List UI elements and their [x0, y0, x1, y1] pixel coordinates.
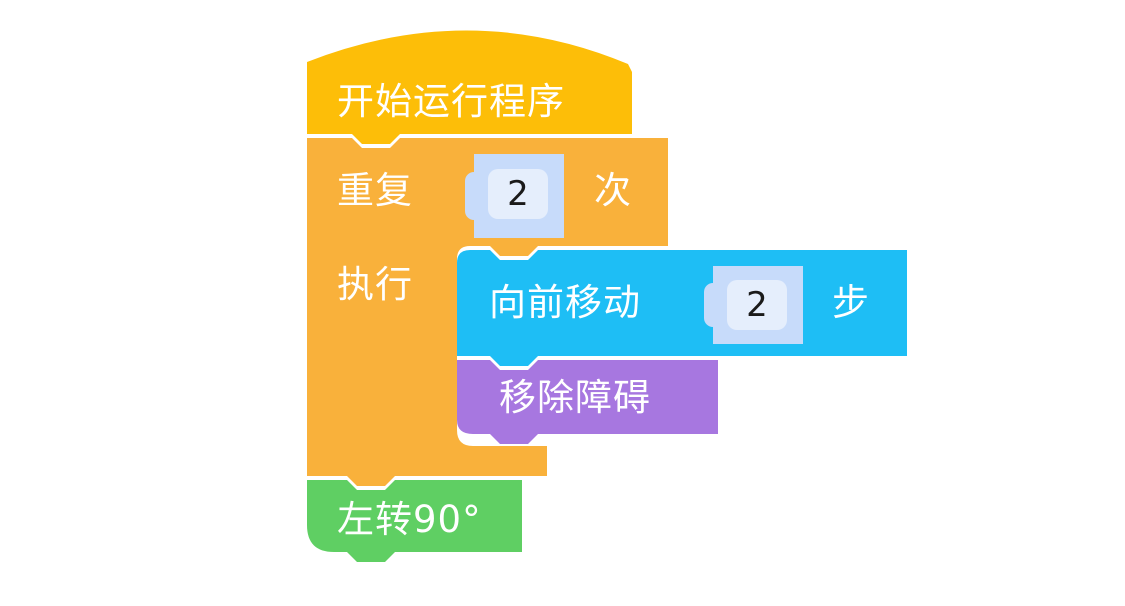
move-forward-block-label: 向前移动 [489, 281, 641, 324]
repeat-block-shape[interactable] [307, 138, 668, 486]
repeat-count-input[interactable]: 2 [488, 169, 548, 219]
repeat-times-suffix: 次 [594, 169, 632, 212]
remove-obstacle-block-shape[interactable] [457, 360, 718, 444]
move-steps-input[interactable]: 2 [727, 280, 787, 330]
repeat-block-label: 重复 [337, 169, 413, 212]
turn-left-block-shape[interactable] [307, 480, 522, 562]
repeat-do-label: 执行 [337, 263, 413, 306]
remove-obstacle-block-label: 移除障碍 [499, 376, 651, 419]
turn-left-block-label: 左转90° [337, 498, 482, 541]
start-block-shape[interactable] [307, 30, 632, 144]
move-steps-suffix: 步 [832, 281, 870, 324]
start-block-label: 开始运行程序 [337, 80, 565, 123]
